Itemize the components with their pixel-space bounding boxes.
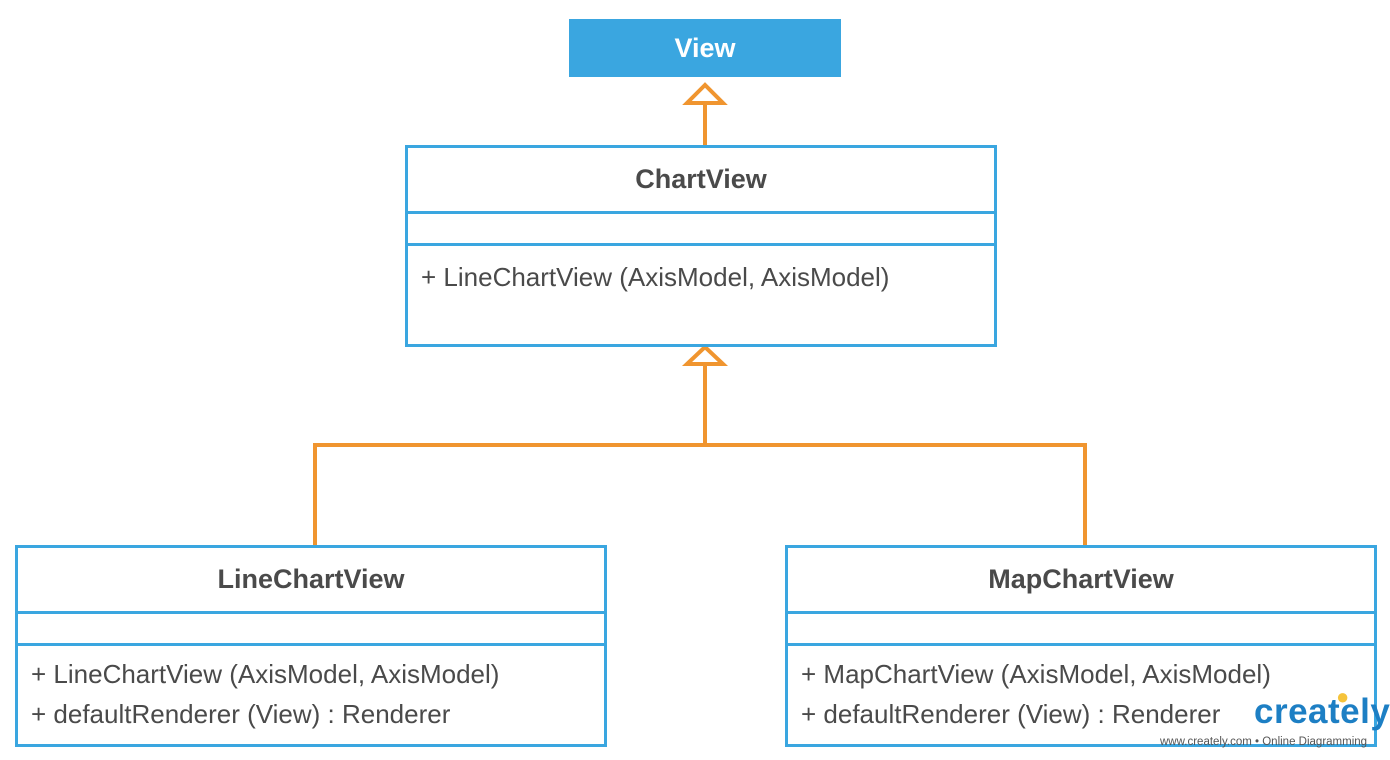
class-linechartview[interactable]: LineChartView + LineChartView (AxisModel… [15, 545, 607, 747]
class-mapchartview-attributes [788, 614, 1374, 646]
class-view-title: View [674, 32, 736, 63]
class-chartview-title: ChartView [408, 148, 994, 214]
class-chartview-attributes [408, 214, 994, 246]
creately-logo-text: creately [1254, 692, 1390, 731]
generalization-linechartview-to-chartview [313, 443, 705, 545]
class-chartview-operations: + LineChartView (AxisModel, AxisModel) [408, 246, 994, 297]
operation: + defaultRenderer (View) : Renderer [31, 699, 451, 729]
lightbulb-icon: ● [1336, 684, 1350, 709]
class-linechartview-title: LineChartView [18, 548, 604, 614]
operation: + MapChartView (AxisModel, AxisModel) [801, 659, 1271, 689]
class-mapchartview-title: MapChartView [788, 548, 1374, 614]
generalization-arrowhead-view [682, 82, 728, 105]
class-mapchartview[interactable]: MapChartView + MapChartView (AxisModel, … [785, 545, 1377, 747]
operation: + LineChartView (AxisModel, AxisModel) [31, 659, 500, 689]
class-mapchartview-operations: + MapChartView (AxisModel, AxisModel) + … [788, 646, 1374, 734]
creately-logo[interactable]: creately ● [1254, 684, 1390, 736]
generalization-mapchartview-to-chartview [705, 443, 1087, 545]
class-linechartview-operations: + LineChartView (AxisModel, AxisModel) +… [18, 646, 604, 734]
creately-tagline: www.creately.com • Online Diagramming [1160, 736, 1368, 748]
class-view[interactable]: View [569, 19, 841, 77]
operation: + LineChartView (AxisModel, AxisModel) [421, 262, 890, 292]
generalization-arrowhead-chartview [681, 344, 729, 366]
class-linechartview-attributes [18, 614, 604, 646]
class-chartview[interactable]: ChartView + LineChartView (AxisModel, Ax… [405, 145, 997, 347]
operation: + defaultRenderer (View) : Renderer [801, 699, 1221, 729]
